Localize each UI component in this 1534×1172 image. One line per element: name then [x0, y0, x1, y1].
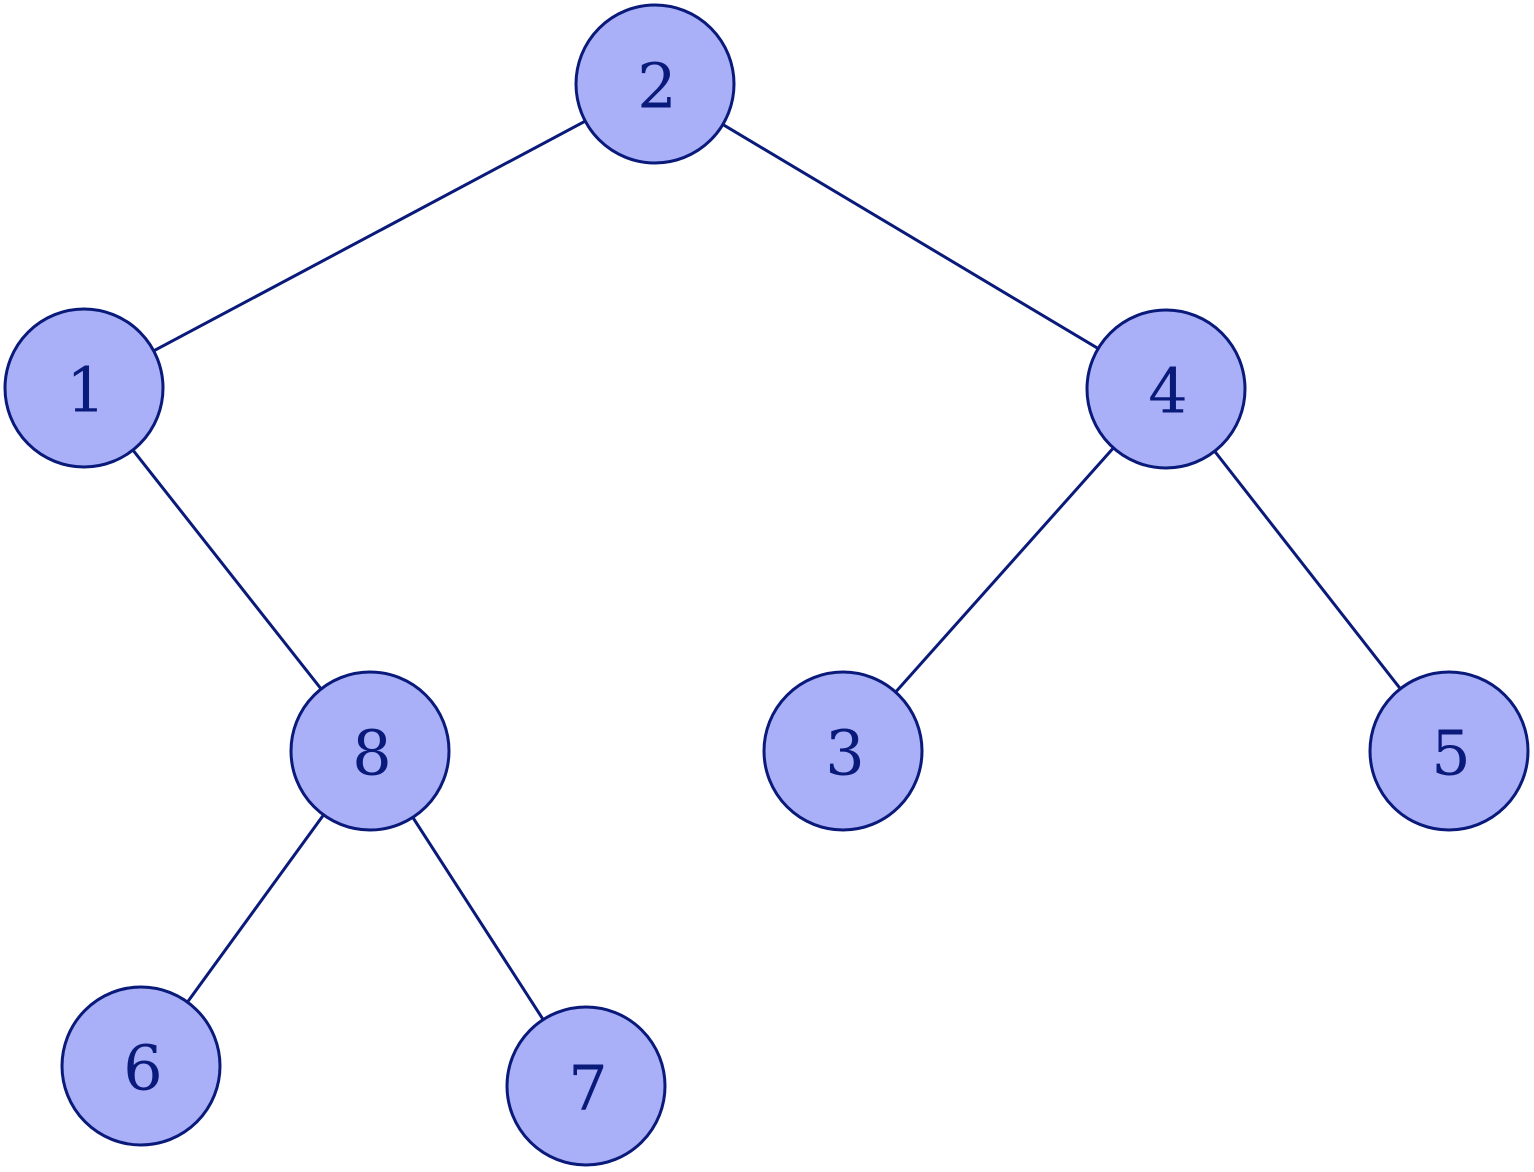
tree-node-4: 4 [1085, 308, 1247, 470]
node-label: 8 [352, 717, 391, 790]
node-circle [762, 670, 924, 832]
tree-node-1: 1 [3, 307, 165, 469]
tree-node-5: 5 [1368, 670, 1530, 832]
node-circle [1085, 308, 1247, 470]
node-circle [505, 1005, 667, 1167]
node-label: 5 [1431, 717, 1470, 790]
tree-node-2: 2 [574, 3, 736, 165]
tree-node-7: 7 [505, 1005, 667, 1167]
node-label: 6 [123, 1032, 162, 1105]
node-label: 3 [825, 717, 864, 790]
node-label: 2 [637, 50, 676, 123]
tree-node-6: 6 [60, 985, 222, 1147]
node-label: 4 [1148, 355, 1187, 428]
edge-2-to-1 [83, 82, 656, 390]
node-label: 7 [568, 1052, 607, 1125]
node-circle [289, 670, 451, 832]
node-circle [3, 307, 165, 469]
node-label: 1 [66, 354, 105, 427]
node-circle [60, 985, 222, 1147]
node-circle [1368, 670, 1530, 832]
nodes-layer: 2 1 4 8 3 5 6 7 [3, 3, 1530, 1167]
node-circle [574, 3, 736, 165]
edge-4-to-3 [841, 388, 1168, 752]
edges-layer [82, 82, 1451, 1087]
tree-node-3: 3 [762, 670, 924, 832]
tree-node-8: 8 [289, 670, 451, 832]
edge-2-to-4 [654, 82, 1167, 391]
